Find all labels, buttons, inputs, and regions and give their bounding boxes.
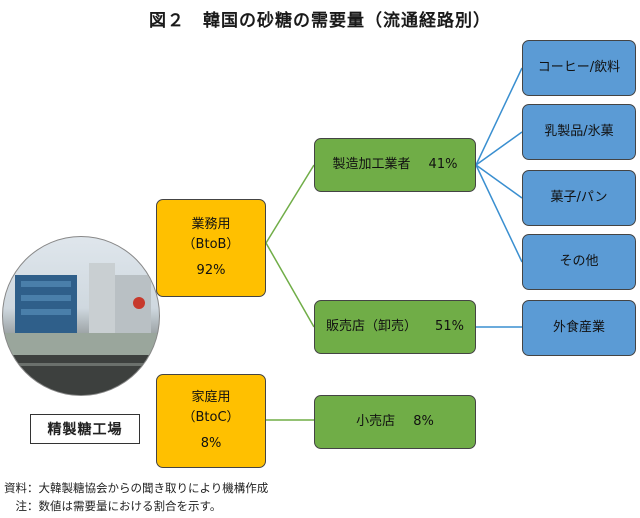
source-note: 資料：大韓製糖協会からの聞き取りにより機構作成 — [4, 481, 269, 495]
confectionery-label: 菓子/パン — [550, 189, 608, 205]
node-household-btoc: 家庭用 （BtoC） 8% — [156, 374, 266, 468]
coffee-label: コーヒー/飲料 — [537, 59, 621, 75]
connector-mfg-coffee — [475, 67, 523, 166]
foodservice-label: 外食産業 — [552, 319, 605, 335]
node-manufacturing: 製造加工業者 41% — [314, 138, 476, 192]
dairy-label: 乳製品/氷菓 — [544, 123, 614, 139]
refinery-label: 精製糖工場 — [30, 414, 140, 444]
note: 注：数値は需要量における割合を示す。 — [4, 499, 222, 513]
business-sublabel: （BtoB） — [182, 236, 240, 252]
connector-mfg-confectionery — [475, 164, 523, 199]
node-other: その他 — [522, 234, 636, 290]
footnotes: 資料：大韓製糖協会からの聞き取りにより機構作成 注：数値は需要量における割合を示… — [4, 479, 268, 515]
other-label: その他 — [559, 253, 599, 269]
business-label: 業務用 — [191, 216, 231, 232]
node-business-btob: 業務用 （BtoB） 92% — [156, 199, 266, 297]
node-distributors: 販売店（卸売） 51% — [314, 300, 476, 354]
distributors-label: 販売店（卸売） — [326, 318, 418, 334]
refinery-photo — [2, 236, 160, 396]
connector-mfg-dairy — [475, 131, 523, 166]
connector-mfg-other — [475, 164, 523, 263]
page-title: 図２ 韓国の砂糖の需要量（流通経路別） — [149, 11, 491, 31]
connector-btob-distributors — [265, 242, 315, 328]
household-label: 家庭用 — [191, 389, 231, 405]
node-retail: 小売店 8% — [314, 395, 476, 449]
retail-value: 8% — [413, 413, 434, 429]
manufacturing-value: 41% — [428, 156, 458, 172]
node-dairy-icecream: 乳製品/氷菓 — [522, 104, 636, 160]
distributors-value: 51% — [435, 318, 464, 334]
connector-btob-manufacturing — [265, 164, 315, 244]
business-value: 92% — [196, 263, 226, 279]
retail-label: 小売店 — [356, 413, 396, 429]
household-sublabel: （BtoC） — [182, 409, 240, 425]
node-foodservice: 外食産業 — [522, 300, 636, 356]
household-value: 8% — [200, 436, 222, 452]
node-coffee-beverage: コーヒー/飲料 — [522, 40, 636, 96]
manufacturing-label: 製造加工業者 — [332, 156, 411, 172]
node-confectionery-bread: 菓子/パン — [522, 170, 636, 226]
